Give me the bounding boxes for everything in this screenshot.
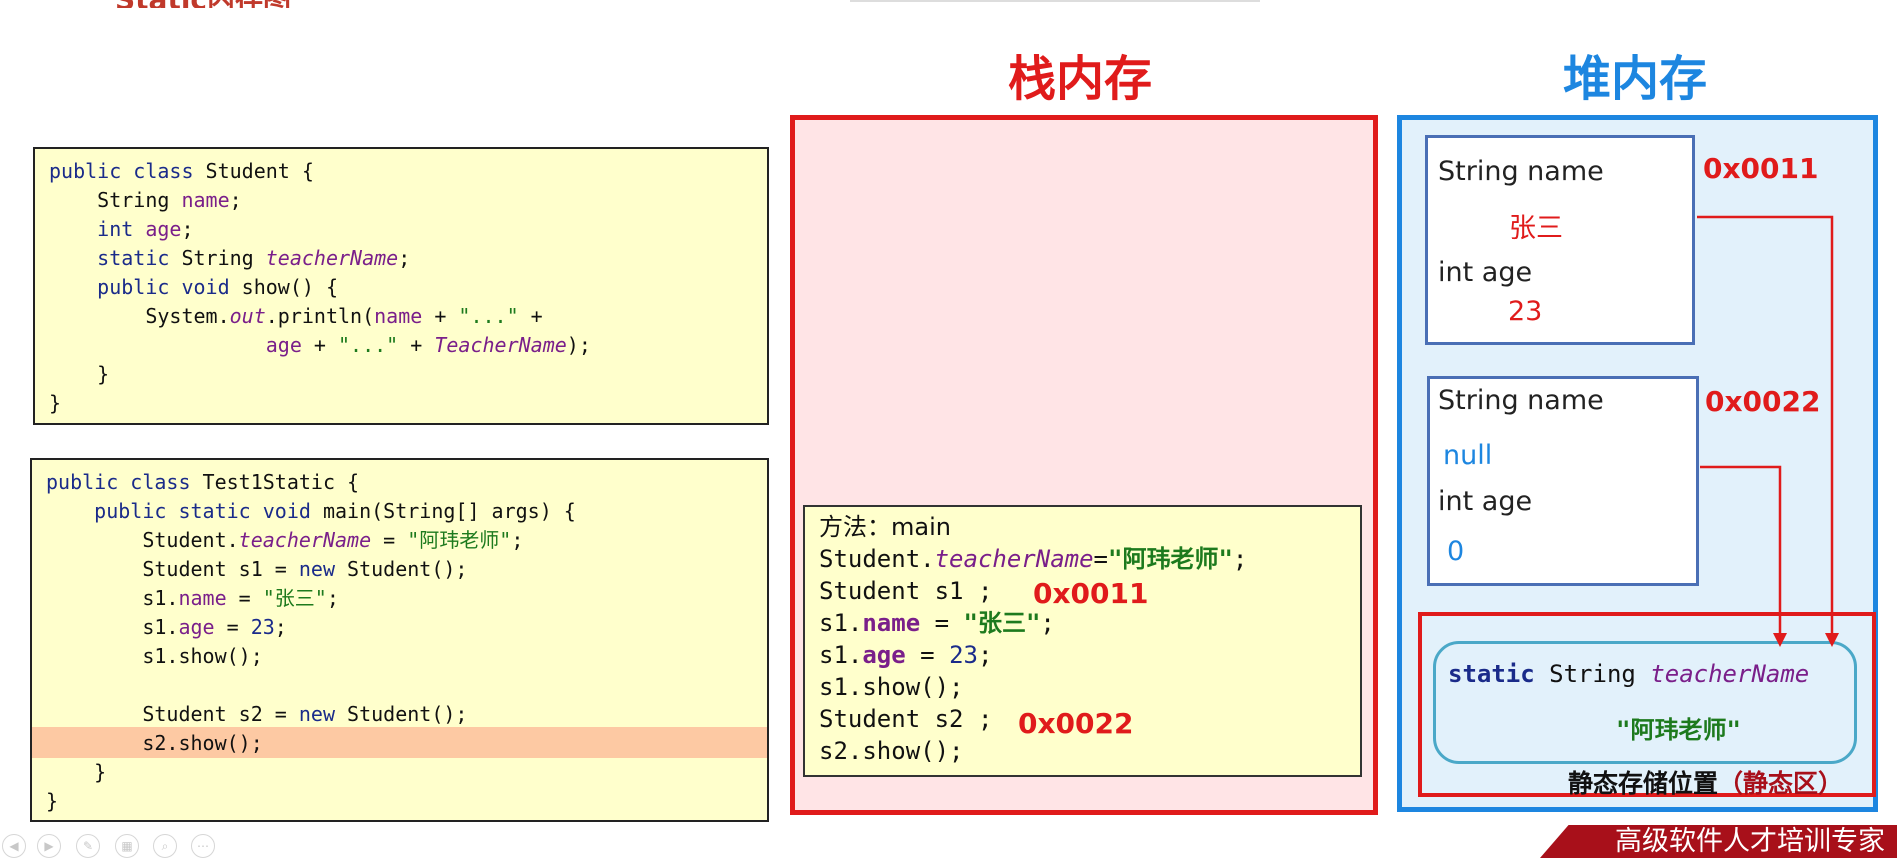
obj2-age-label: int age (1438, 486, 1533, 517)
brand-banner: 高级软件人才培训专家 (1540, 825, 1897, 858)
page-title: Static内存图 (115, 0, 375, 8)
frame-line-show2: s2.show(); (819, 737, 964, 765)
code-line: } (49, 362, 110, 386)
frame-line-teacher: Student.teacherName="阿玮老师"; (819, 545, 1248, 573)
obj2-age-value: 0 (1447, 536, 1465, 567)
next-slide-icon[interactable]: ▶ (37, 834, 61, 858)
zoom-icon[interactable]: ⌕ (153, 834, 177, 858)
code-line: String name; (49, 188, 242, 212)
code-line: Student s2 = new Student(); (46, 702, 468, 726)
obj1-age-value: 23 (1508, 296, 1543, 327)
code-line: public static void main(String[] args) { (94, 499, 576, 523)
obj1-age-label: int age (1438, 257, 1533, 288)
stack-title: 栈内存 (1007, 51, 1152, 107)
code-line: public void show() { (97, 275, 338, 299)
obj1-name-label: String name (1438, 156, 1604, 187)
pen-icon[interactable]: ✎ (76, 834, 100, 858)
student-class-code: public class Student { String name; int … (33, 147, 769, 425)
obj2-address: 0x0022 (1705, 385, 1821, 418)
slides-icon[interactable]: ▦ (115, 834, 139, 858)
code-line: public class Student { (49, 159, 314, 183)
frame-method: 方法：main (819, 513, 951, 541)
code-line: int age; (97, 217, 194, 241)
previous-slide-icon[interactable]: ◀ (2, 834, 26, 858)
top-divider (850, 0, 1260, 2)
code-line: public class Test1Static { (46, 470, 360, 494)
code-line: } (49, 391, 62, 415)
obj2-name-label: String name (1438, 385, 1604, 416)
frame-line-show1: s1.show(); (819, 673, 964, 701)
obj1-address: 0x0011 (1703, 152, 1819, 185)
more-icon[interactable]: ⋯ (191, 834, 215, 858)
code-line: s1.age = 23; (46, 615, 287, 639)
static-area-label: 静态存储位置（静态区） (1568, 769, 1844, 798)
code-line: } (46, 760, 107, 784)
code-line: s1.name = "张三"; (46, 586, 339, 610)
obj2-name-value: null (1443, 440, 1493, 471)
test-class-code: public class Test1Static { public static… (30, 458, 769, 822)
s1-address: 0x0011 (1033, 577, 1149, 610)
code-line: static String teacherName; (97, 246, 411, 270)
static-field-decl: static String teacherName (1448, 660, 1810, 688)
frame-line-s2: Student s2 ; (819, 705, 993, 733)
code-line: System.out.println(name + "..." + (49, 304, 543, 328)
code-line: s2.show(); (46, 731, 263, 755)
code-line: age + "..." + TeacherName); (265, 333, 591, 357)
heap-title: 堆内存 (1562, 51, 1707, 107)
obj1-name-value: 张三 (1509, 213, 1563, 244)
s2-address: 0x0022 (1018, 707, 1134, 740)
frame-line-name: s1.name = "张三"; (819, 609, 1055, 637)
current-line-highlight (32, 727, 767, 758)
student-object-2: String name null int age 0 (1427, 376, 1699, 586)
static-field-value: "阿玮老师" (1616, 716, 1741, 744)
student-object-1: String name 张三 int age 23 (1425, 135, 1695, 345)
code-line: Student s1 = new Student(); (46, 557, 468, 581)
code-line: Student.teacherName = "阿玮老师"; (46, 528, 524, 552)
code-line: } (46, 789, 59, 813)
code-line: s1.show(); (46, 644, 263, 668)
frame-line-s1: Student s1 ; (819, 577, 993, 605)
static-field: static String teacherName "阿玮老师" (1433, 641, 1857, 764)
static-area (1418, 612, 1876, 797)
main-stack-frame: 方法：main Student.teacherName="阿玮老师"; Stud… (803, 505, 1362, 777)
frame-line-age: s1.age = 23; (819, 641, 993, 669)
